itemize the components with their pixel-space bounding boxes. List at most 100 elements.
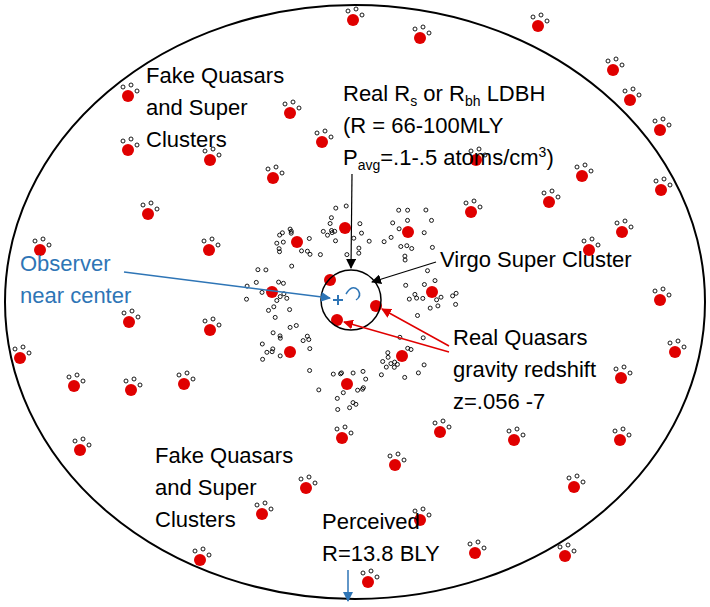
quasar-dot <box>284 107 296 119</box>
galaxy-dot <box>305 334 309 338</box>
galaxy-dot <box>439 295 443 299</box>
galaxy-dot <box>388 454 392 458</box>
galaxy-dot <box>472 199 476 203</box>
quasar-dot <box>194 554 206 566</box>
galaxy-dot <box>396 452 400 456</box>
galaxy-dot <box>379 373 383 377</box>
galaxy-dot <box>436 304 440 308</box>
galaxy-dot <box>75 373 79 377</box>
galaxy-dot <box>397 227 401 231</box>
galaxy-dot <box>334 206 338 210</box>
galaxy-dot <box>447 425 451 429</box>
galaxy-dot <box>273 315 277 319</box>
galaxy-dot <box>406 218 410 222</box>
quasar-dot <box>178 378 190 390</box>
galaxy-dot <box>550 189 554 193</box>
galaxy-dot <box>346 9 350 13</box>
galaxy-dot <box>203 319 207 323</box>
galaxy-dot <box>278 354 282 358</box>
galaxy-dot <box>335 427 339 431</box>
galaxy-dot <box>416 371 420 375</box>
galaxy-dot <box>271 331 275 335</box>
galaxy-dot <box>348 406 352 410</box>
galaxy-dot <box>361 571 365 575</box>
galaxy-dot <box>386 355 390 359</box>
quasar-dot <box>434 426 446 438</box>
quasar-dot <box>426 286 438 298</box>
galaxy-dot <box>406 346 410 350</box>
annotation-label: Real Quasars gravity redshift z=.056 -7 <box>453 322 596 418</box>
quasar-dot <box>142 208 154 220</box>
galaxy-dot <box>217 153 221 157</box>
galaxy-dot <box>47 243 51 247</box>
quasar-dot <box>339 222 351 234</box>
galaxy-dot <box>375 575 379 579</box>
galaxy-dot <box>266 167 270 171</box>
galaxy-dot <box>149 201 153 205</box>
galaxy-dot <box>326 233 330 237</box>
galaxy-dot <box>621 427 625 431</box>
quasar-dot <box>614 434 626 446</box>
galaxy-dot <box>260 290 264 294</box>
quasar-dot <box>669 346 681 358</box>
quasar-dot <box>465 206 477 218</box>
galaxy-dot <box>129 137 133 141</box>
galaxy-dot <box>583 163 587 167</box>
galaxy-dot <box>265 350 269 354</box>
galaxy-dot <box>81 437 85 441</box>
galaxy-dot <box>281 240 285 244</box>
quasar-dot <box>266 286 278 298</box>
galaxy-dot <box>361 386 365 390</box>
galaxy-dot <box>614 367 618 371</box>
galaxy-dot <box>478 205 482 209</box>
galaxy-dot <box>277 280 281 284</box>
observer-mark <box>333 295 343 305</box>
galaxy-dot <box>667 293 671 297</box>
galaxy-dot <box>270 350 274 354</box>
observer-curve <box>346 288 360 300</box>
galaxy-dot <box>381 360 385 364</box>
galaxy-dot <box>661 287 665 291</box>
galaxy-dot <box>323 129 327 133</box>
galaxy-dot <box>201 547 205 551</box>
galaxy-dot <box>185 371 189 375</box>
galaxy-dot <box>405 244 409 248</box>
galaxy-dot <box>336 408 340 412</box>
galaxy-dot <box>132 377 136 381</box>
quasar-dot <box>576 170 588 182</box>
galaxy-dot <box>211 317 215 321</box>
galaxy-dot <box>582 239 586 243</box>
galaxy-dot <box>294 324 298 328</box>
galaxy-dot <box>285 296 289 300</box>
galaxy-dot <box>344 204 348 208</box>
galaxy-dot <box>141 203 145 207</box>
galaxy-dot <box>269 507 273 511</box>
galaxy-dot <box>464 201 468 205</box>
galaxy-dot <box>317 388 321 392</box>
galaxy-dot <box>280 171 284 175</box>
quasar-dot <box>532 20 544 32</box>
quasar-dot <box>402 226 414 238</box>
galaxy-dot <box>628 371 632 375</box>
galaxy-dot <box>193 549 197 553</box>
galaxy-dot <box>308 369 312 373</box>
galaxy-dot <box>393 360 397 364</box>
galaxy-dot <box>428 306 432 310</box>
galaxy-dot <box>581 480 585 484</box>
galaxy-dot <box>300 249 304 253</box>
galaxy-dot <box>361 369 365 373</box>
quasar-dot <box>362 576 374 588</box>
galaxy-dot <box>307 475 311 479</box>
galaxy-dot <box>539 13 543 17</box>
galaxy-dot <box>216 243 220 247</box>
galaxy-dot <box>575 474 579 478</box>
galaxy-dot <box>129 83 133 87</box>
galaxy-dot <box>507 429 511 433</box>
quasar-dot <box>122 90 134 102</box>
galaxy-dot <box>307 237 311 241</box>
galaxy-dot <box>288 227 292 231</box>
galaxy-dot <box>629 225 633 229</box>
perceived-universe <box>5 5 705 599</box>
galaxy-dot <box>315 131 319 135</box>
quasar-dot <box>414 32 426 44</box>
